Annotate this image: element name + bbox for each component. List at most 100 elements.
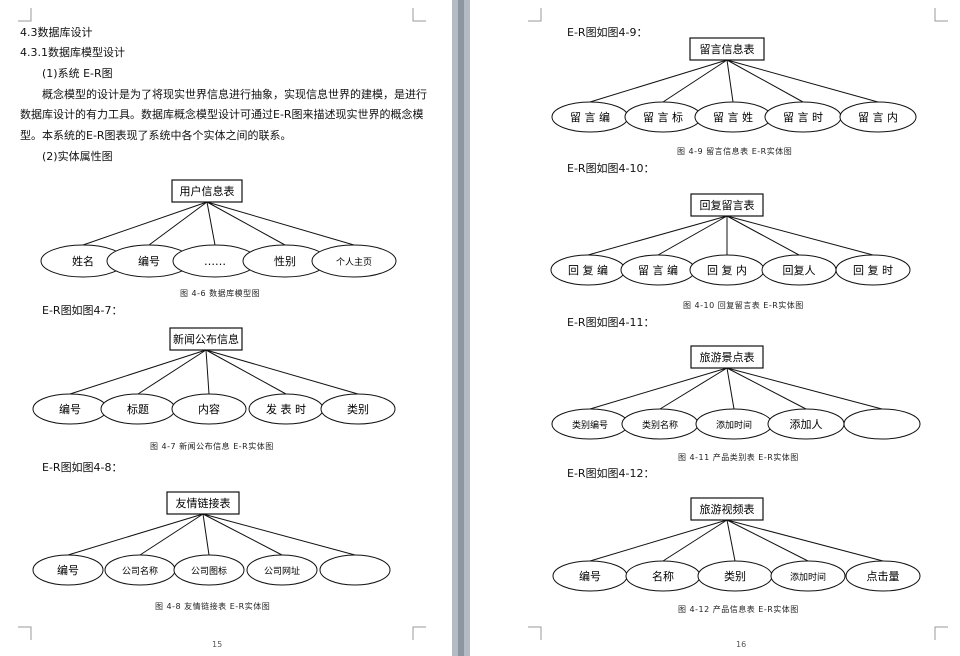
entity-name: 旅游景点表	[700, 350, 755, 364]
relationship-line	[139, 513, 204, 556]
figure-intro-text: E-R图如图4-10：	[567, 162, 655, 175]
attribute-label: 留 言 时	[783, 111, 823, 124]
item-heading-attr: (2)实体属性图	[42, 150, 113, 163]
attribute-ellipse	[695, 408, 773, 440]
attribute-label: 发 表 时	[266, 402, 306, 416]
attribute-ellipse	[689, 254, 765, 286]
corner-mark-top-right	[412, 8, 426, 22]
corner-mark-top-left	[18, 8, 32, 22]
relationship-line	[726, 59, 804, 103]
attribute-label: 点击量	[867, 570, 900, 583]
figure-caption: 图 4-9 留言信息表 E-R实体图	[677, 147, 793, 156]
figure-caption: 图 4-8 友情链接表 E-R实体图	[155, 602, 271, 611]
paragraph-line-1: 概念模型的设计是为了将现实世界信息进行抽象，实现信息世界的建模，是进行	[42, 88, 427, 101]
attribute-ellipse	[845, 560, 921, 592]
attribute-label: 类别名称	[642, 419, 678, 431]
attribute-label: 编号	[579, 569, 601, 583]
figure-intro-text: E-R图如图4-12：	[567, 467, 655, 480]
corner-mark-bottom-left	[528, 626, 542, 640]
attribute-label: 标题	[127, 402, 149, 416]
relationship-line	[726, 59, 734, 103]
attribute-label: 公司名称	[122, 565, 158, 577]
relationship-line	[202, 513, 356, 556]
entity-name: 旅游视频表	[700, 502, 755, 516]
corner-mark-bottom-right	[934, 626, 948, 640]
attribute-ellipse	[32, 393, 108, 425]
attribute-label: 类别	[347, 402, 369, 416]
attribute-ellipse	[319, 554, 391, 586]
attribute-ellipse	[104, 554, 176, 586]
relationship-line	[205, 349, 287, 395]
page-number: 16	[736, 640, 747, 649]
attribute-label: 留 言 编	[570, 110, 610, 124]
attribute-label: 姓名	[72, 254, 94, 268]
attribute-ellipse	[621, 408, 699, 440]
attribute-label: 类别编号	[572, 419, 608, 431]
page-number: 15	[212, 640, 223, 649]
attribute-label: 公司网址	[264, 565, 300, 577]
corner-mark-bottom-right	[412, 626, 426, 640]
attribute-label: 内容	[198, 402, 220, 416]
relationship-line	[205, 349, 359, 395]
attribute-label: 回复人	[783, 263, 816, 277]
relationship-line	[67, 513, 204, 556]
attribute-ellipse	[172, 244, 258, 278]
relationship-line	[206, 201, 286, 246]
attribute-label: 添加时间	[716, 419, 752, 431]
figure-intro-text: E-R图如图4-9：	[567, 26, 648, 39]
relationship-line	[726, 367, 883, 410]
attribute-label: 回 复 编	[568, 263, 608, 277]
entity-box	[689, 37, 765, 61]
figure-caption: 图 4-7 新闻公布信息 E-R实体图	[150, 442, 274, 451]
attribute-ellipse	[843, 408, 921, 440]
entity-box	[169, 327, 243, 351]
relationship-line	[726, 215, 874, 256]
entity-name: 留言信息表	[700, 42, 755, 56]
paragraph-line-2: 数据库设计的有力工具。数据库概念模型设计可通过E-R图来描述现实世界的概念模	[20, 108, 424, 121]
section-heading: 4.3数据库设计	[20, 26, 93, 39]
relationship-line	[726, 519, 809, 562]
attribute-ellipse	[694, 101, 772, 133]
attribute-ellipse	[835, 254, 911, 286]
relationship-line	[726, 59, 879, 103]
relationship-line	[662, 519, 728, 562]
relationship-line	[82, 201, 208, 246]
attribute-ellipse	[106, 244, 192, 278]
relationship-line	[726, 215, 800, 256]
entity-box	[690, 497, 764, 521]
relationship-line	[659, 367, 728, 410]
figure-intro-text: E-R图如图4-7：	[42, 304, 123, 317]
figure-intro-text: E-R图如图4-11：	[567, 316, 655, 329]
attribute-ellipse	[320, 393, 396, 425]
relationship-line	[726, 519, 736, 562]
relationship-line	[206, 201, 355, 246]
attribute-label: 添加人	[790, 417, 823, 431]
entity-name: 友情链接表	[176, 496, 231, 510]
attribute-ellipse	[697, 560, 773, 592]
figure-caption: 图 4-10 回复留言表 E-R实体图	[683, 301, 804, 310]
attribute-ellipse	[32, 554, 104, 586]
relationship-line	[657, 215, 728, 256]
attribute-ellipse	[173, 554, 245, 586]
paragraph-line-3: 型。本系统的E-R图表现了系统中各个实体之间的联系。	[20, 129, 292, 142]
attribute-ellipse	[100, 393, 176, 425]
attribute-ellipse	[624, 101, 702, 133]
corner-mark-bottom-left	[18, 626, 32, 640]
attribute-ellipse	[550, 254, 626, 286]
figure-caption: 图 4-12 产品信息表 E-R实体图	[678, 605, 799, 614]
relationship-line	[137, 349, 207, 395]
entity-box	[690, 345, 764, 369]
figure-caption: 图 4-11 产品类别表 E-R实体图	[678, 453, 799, 462]
attribute-label: 性别	[274, 254, 296, 268]
attribute-ellipse	[764, 101, 842, 133]
attribute-ellipse	[246, 554, 318, 586]
entity-name: 新闻公布信息	[173, 332, 239, 346]
relationship-line	[589, 59, 728, 103]
figure-caption: 图 4-6 数据库模型图	[180, 289, 261, 298]
attribute-label: 编号	[59, 402, 81, 416]
relationship-line	[726, 367, 735, 410]
document-page-right: 16 留言信息表留 言 编留 言 标留 言 姓留 言 时留 言 内回复留言表回 …	[470, 0, 960, 656]
attribute-label: ……	[204, 255, 226, 268]
figure-intro-text: E-R图如图4-8：	[42, 461, 123, 474]
attribute-label: 名称	[652, 569, 674, 583]
